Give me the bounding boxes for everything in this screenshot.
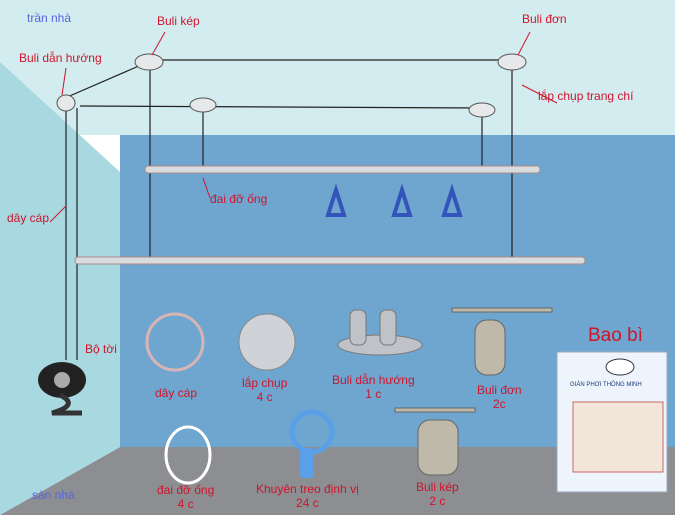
- double-pulley-icon: [134, 53, 164, 71]
- part-qty: 24 c: [296, 496, 319, 510]
- ceiling-label: trần nhà: [27, 11, 72, 25]
- floor-label: sàn nhà: [32, 488, 75, 502]
- hangers: [325, 183, 463, 217]
- winch-icon: [38, 362, 86, 416]
- part-qty: 2 c: [429, 494, 446, 508]
- cable-label: dây cáp: [7, 211, 50, 225]
- cap-cover-label: lắp chụp trang chí: [538, 89, 634, 103]
- positioning-ring-icon: [289, 409, 335, 478]
- double-pulley-part-icon: [394, 407, 476, 476]
- rods: [74, 165, 586, 265]
- cables: [64, 59, 513, 360]
- single-pulley-icon: [497, 53, 527, 71]
- ceiling: [0, 0, 675, 135]
- pulleys: [56, 53, 527, 118]
- part-cable: dây cáp: [155, 386, 197, 400]
- annotation-lines: [49, 31, 558, 223]
- inner-pulley-icon: [189, 97, 217, 113]
- inner-pulley-icon: [468, 102, 496, 118]
- pipe-clamp-part-icon: [164, 425, 212, 485]
- single-pulley-part-icon: [451, 307, 553, 376]
- winch-label: Bộ tời: [85, 342, 117, 356]
- packaging-label: Bao bì: [588, 325, 643, 346]
- part-name: đai đỡ ống: [157, 483, 215, 497]
- part-qty: 4 c: [256, 390, 273, 404]
- part-name: lắp chụp: [242, 376, 288, 390]
- part-qty: 1 c: [365, 387, 382, 401]
- part-name: dây cáp: [155, 386, 198, 400]
- part-qty: 4 c: [177, 497, 194, 511]
- side-wall: [0, 62, 120, 515]
- part-name: Buli dẫn hướng: [332, 373, 415, 387]
- packaging-box-icon: [556, 351, 668, 493]
- part-name: Khuyên treo định vị: [256, 482, 359, 496]
- guide-pulley-label: Buli dẫn hướng: [19, 51, 102, 65]
- cap-cover-icon: [238, 313, 296, 371]
- pipe-clamp-label: đai đỡ ống: [210, 192, 268, 206]
- cable-coil-icon: [145, 312, 205, 372]
- box-text: GIÀN PHƠI THÔNG MINH: [570, 382, 642, 388]
- part-name: Buli đơn: [477, 383, 522, 397]
- guide-pulley-icon: [56, 94, 76, 112]
- part-qty: 2c: [492, 397, 506, 411]
- single-pulley-label: Buli đơn: [522, 12, 567, 26]
- part-name: Buli kép: [416, 480, 459, 494]
- guide-pulley-part-icon: [337, 309, 423, 356]
- double-pulley-label: Buli kép: [157, 14, 200, 28]
- floor: [0, 447, 675, 515]
